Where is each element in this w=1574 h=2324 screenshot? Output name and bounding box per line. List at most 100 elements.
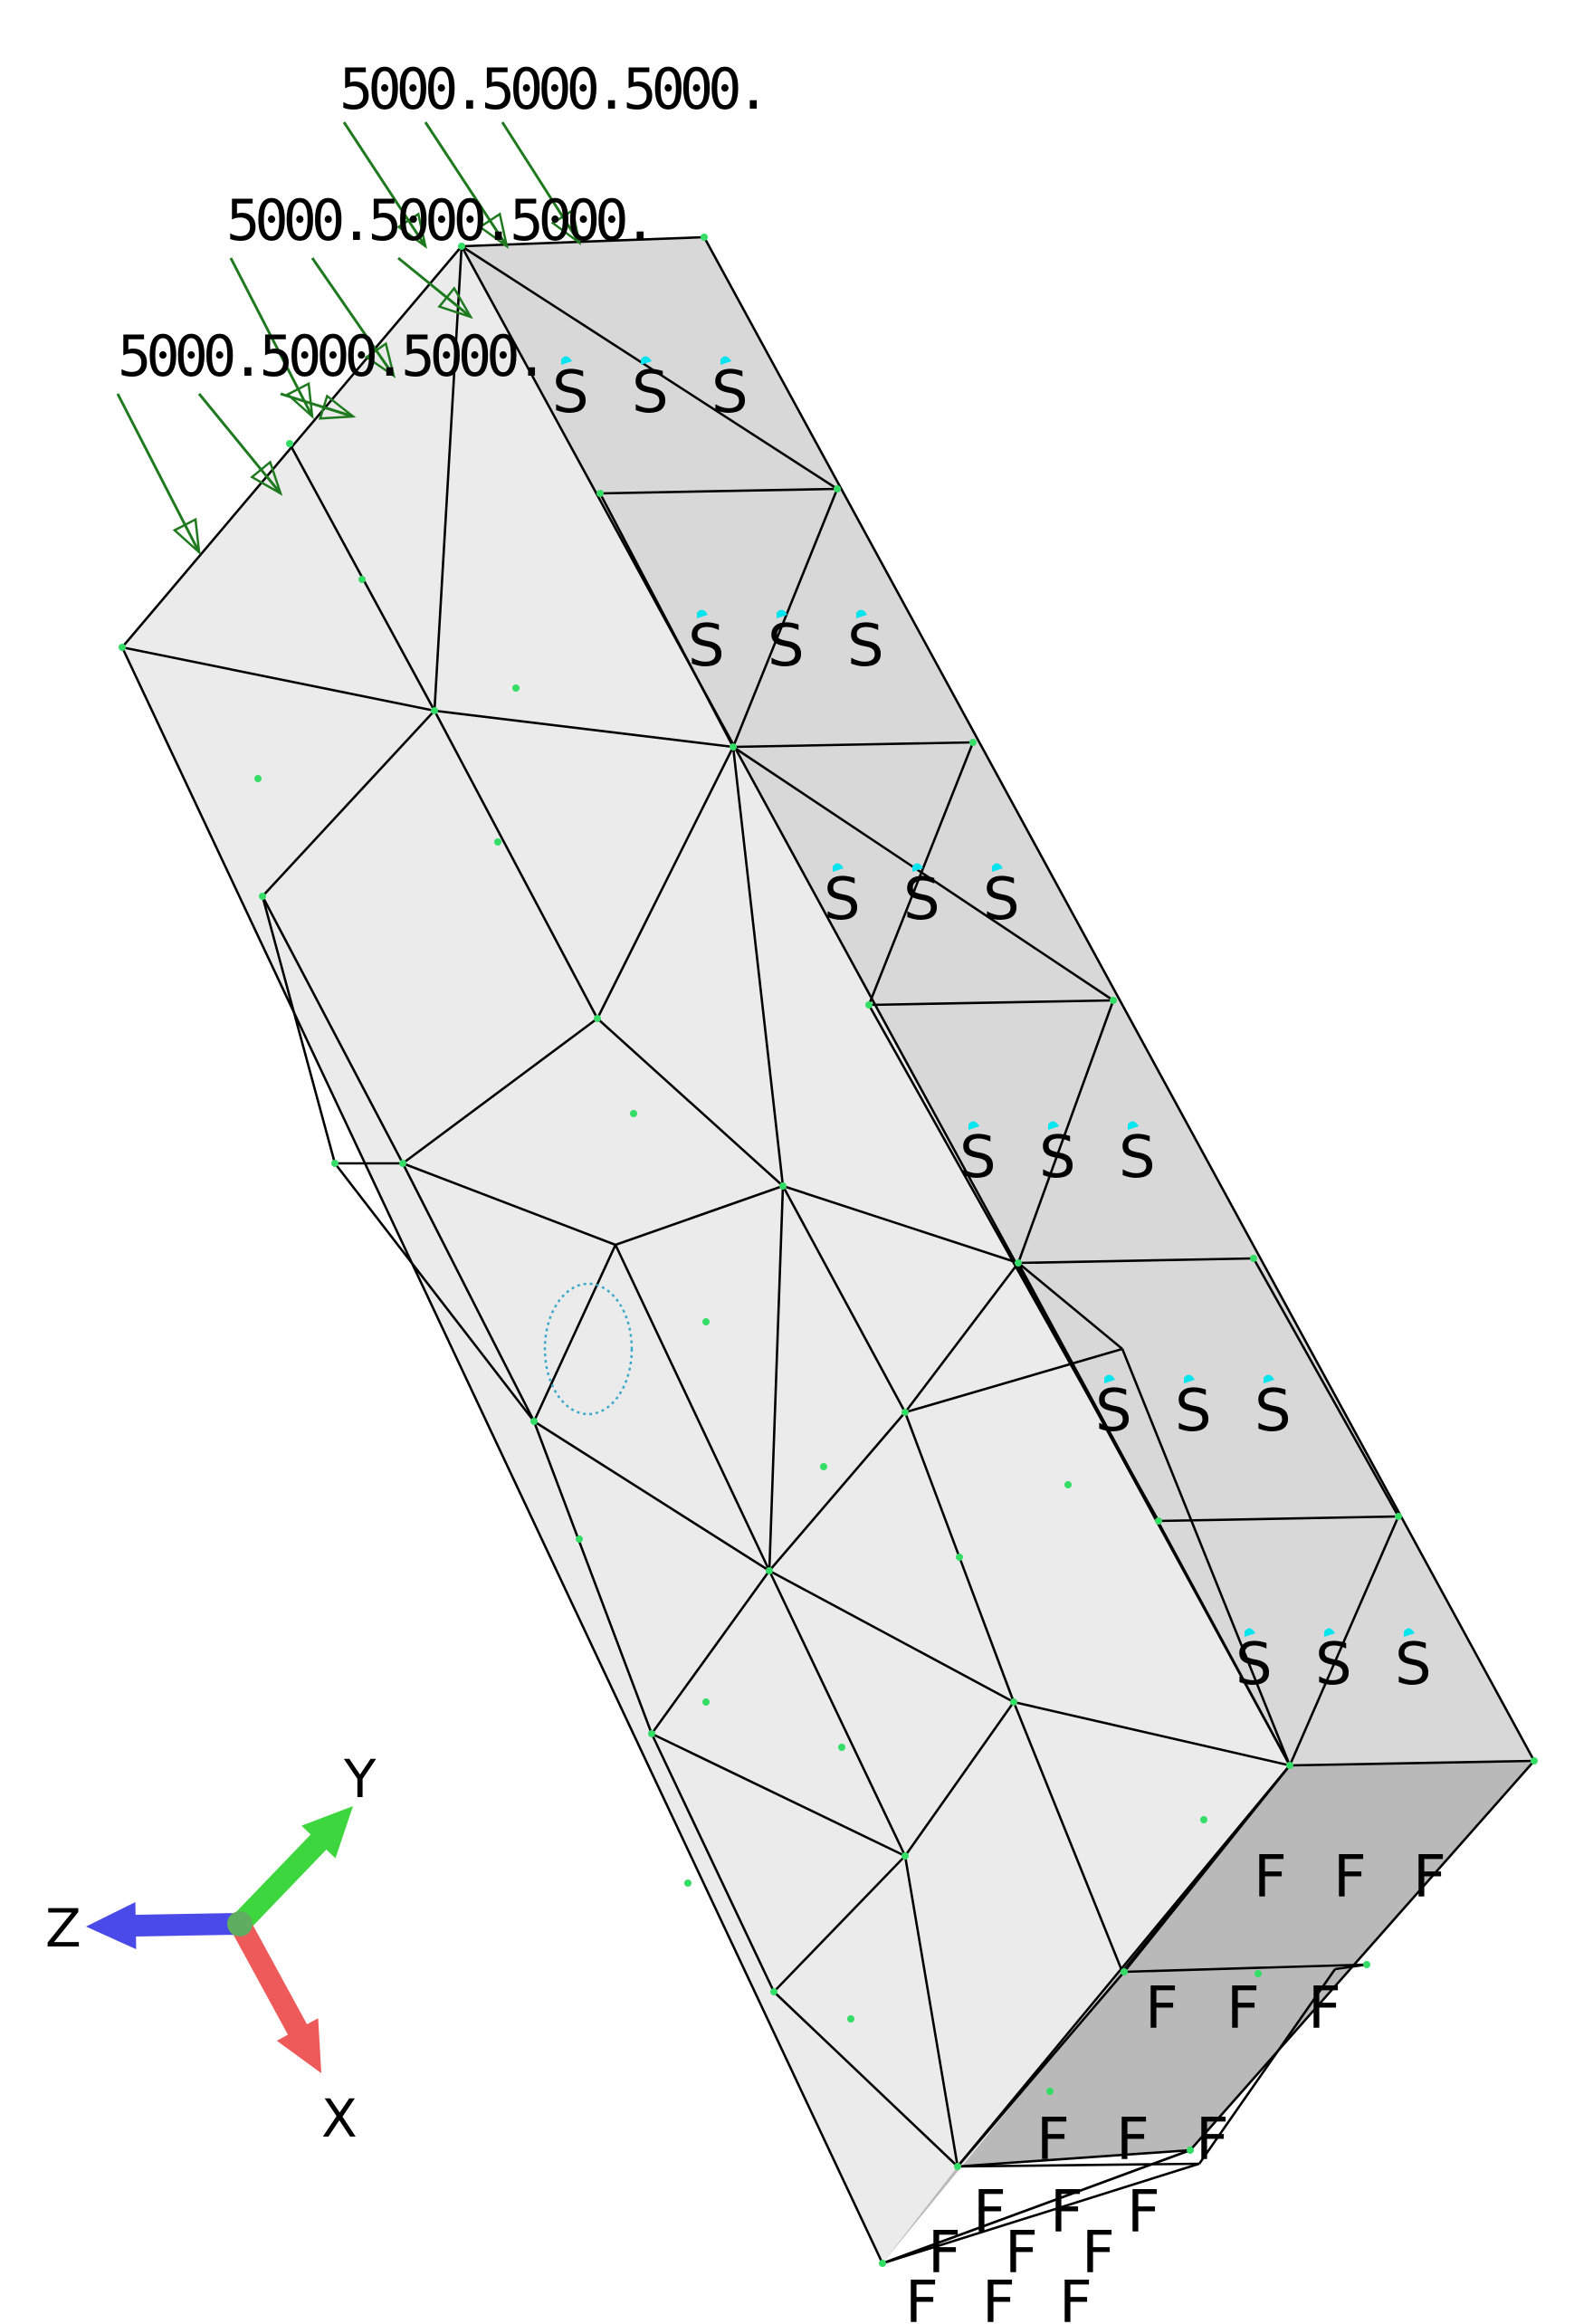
support-marker: S bbox=[1039, 1124, 1076, 1191]
mesh-edge bbox=[781, 1185, 907, 1413]
node bbox=[956, 1554, 963, 1561]
mesh-edge bbox=[1121, 1348, 1292, 1766]
mesh-edges bbox=[120, 235, 1536, 2265]
side-face bbox=[462, 237, 1534, 1765]
mesh-edge bbox=[768, 1570, 907, 1857]
mesh-edge bbox=[768, 1411, 906, 1572]
axis-y-arrow bbox=[229, 1831, 329, 1935]
mesh-edge bbox=[532, 1420, 653, 1735]
mesh-edge bbox=[261, 895, 405, 1164]
fixed-marker: F bbox=[1226, 1975, 1260, 2042]
node bbox=[684, 1879, 692, 1887]
hole-outline bbox=[543, 1282, 634, 1416]
mesh-edge bbox=[732, 745, 1114, 1002]
fixed-marker: F bbox=[982, 2270, 1016, 2324]
fixed-marker: F bbox=[1127, 2179, 1160, 2246]
node bbox=[1286, 1762, 1293, 1769]
support-tick bbox=[1324, 1628, 1335, 1637]
axis-label-x: X bbox=[321, 2088, 358, 2149]
mesh-edge bbox=[433, 710, 599, 1019]
node bbox=[458, 243, 465, 250]
node bbox=[259, 893, 266, 900]
mesh-edge bbox=[1017, 1261, 1123, 1351]
support-tick bbox=[720, 356, 731, 365]
node bbox=[1010, 1698, 1017, 1706]
mesh-edge bbox=[262, 710, 435, 897]
support-marker: S bbox=[711, 359, 749, 426]
fixed-marker: F bbox=[1116, 2107, 1149, 2174]
support-marker: S bbox=[959, 1124, 997, 1191]
node bbox=[834, 485, 841, 493]
mesh-edge bbox=[120, 646, 884, 2264]
mesh-edge bbox=[461, 244, 838, 491]
support-marker: S bbox=[847, 613, 884, 680]
node bbox=[820, 1463, 827, 1470]
node bbox=[119, 644, 126, 651]
node bbox=[286, 440, 293, 447]
mesh-edge bbox=[1289, 1759, 1535, 1767]
fixed-marker: F bbox=[1082, 2220, 1115, 2287]
mesh-edge bbox=[867, 741, 975, 1006]
support-marker: S bbox=[1254, 1378, 1292, 1445]
support-tick bbox=[1104, 1374, 1115, 1383]
node bbox=[1155, 1517, 1162, 1525]
load-arrows bbox=[116, 121, 581, 556]
support-tick bbox=[1048, 1121, 1059, 1130]
axis-label-z: Z bbox=[45, 1898, 81, 1959]
node bbox=[1363, 1961, 1370, 1968]
support-tick bbox=[1128, 1121, 1139, 1130]
node bbox=[954, 2163, 961, 2170]
mesh-faces bbox=[122, 237, 1534, 2263]
node bbox=[512, 684, 520, 692]
axis-y-arrow-head bbox=[301, 1806, 353, 1859]
mesh-edge bbox=[1288, 1516, 1400, 1766]
fixed-marker: F bbox=[1036, 2107, 1070, 2174]
mesh-edge bbox=[614, 1244, 771, 1572]
mesh-edge bbox=[615, 1184, 784, 1247]
load-label-row2: 5000.5000.5000. bbox=[226, 187, 652, 253]
support-marker: S bbox=[1235, 1631, 1273, 1698]
fixed-marker: F bbox=[1196, 2107, 1229, 2174]
fixed-marker: F bbox=[1308, 1975, 1341, 2042]
node bbox=[331, 1160, 339, 1167]
node bbox=[399, 1160, 406, 1167]
support-tick bbox=[697, 609, 708, 618]
mesh-edge bbox=[1252, 1258, 1400, 1517]
node bbox=[254, 775, 262, 782]
mesh-edge bbox=[732, 741, 974, 749]
mesh-edge bbox=[868, 999, 1114, 1007]
fixed-marker: F bbox=[1050, 2179, 1083, 2246]
node bbox=[1110, 997, 1117, 1004]
support-marker: S bbox=[983, 866, 1020, 933]
support-tick bbox=[777, 609, 787, 618]
mesh-edge bbox=[1016, 999, 1115, 1264]
node bbox=[494, 838, 501, 846]
support-tick bbox=[856, 609, 867, 618]
fixed-marker: F bbox=[1333, 1844, 1367, 1911]
mesh-edge bbox=[773, 1991, 959, 2167]
load-label-row1: 5000.5000.5000. bbox=[339, 56, 765, 122]
node bbox=[702, 1698, 710, 1706]
support-marker: S bbox=[824, 866, 861, 933]
mesh-edge bbox=[599, 487, 838, 495]
support-tick bbox=[561, 356, 572, 365]
node bbox=[969, 739, 977, 746]
node bbox=[1015, 1259, 1022, 1267]
mesh-edge bbox=[903, 1262, 1020, 1413]
axis-triad[interactable]: Y Z X bbox=[45, 1748, 377, 2149]
mesh-edge bbox=[957, 2162, 1200, 2168]
node bbox=[1531, 1757, 1538, 1765]
axis-origin bbox=[227, 1911, 253, 1937]
load-arrowhead bbox=[550, 208, 581, 245]
mesh-edge bbox=[461, 235, 705, 248]
support-tick bbox=[1184, 1374, 1195, 1383]
load-arrowhead bbox=[396, 212, 427, 249]
mesh-edge bbox=[596, 746, 735, 1019]
node bbox=[1121, 1968, 1128, 1975]
top-face bbox=[122, 246, 1290, 2263]
support-tick bbox=[992, 863, 1003, 872]
node bbox=[530, 1418, 538, 1425]
fixed-marker: F bbox=[928, 2220, 961, 2287]
mesh-edge bbox=[650, 1733, 776, 1993]
